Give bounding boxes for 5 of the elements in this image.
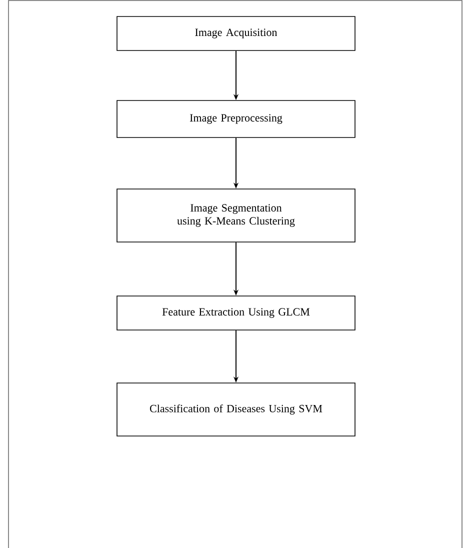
process-box: Image Acquisition — [116, 16, 356, 51]
process-box: Image Segmentation using K-Means Clustering — [116, 188, 356, 242]
process-box: Feature Extraction Using GLCM — [116, 296, 356, 330]
process-box: Classification of Diseases Using SVM — [116, 382, 356, 436]
process-box: Image Preprocessing — [116, 100, 356, 138]
